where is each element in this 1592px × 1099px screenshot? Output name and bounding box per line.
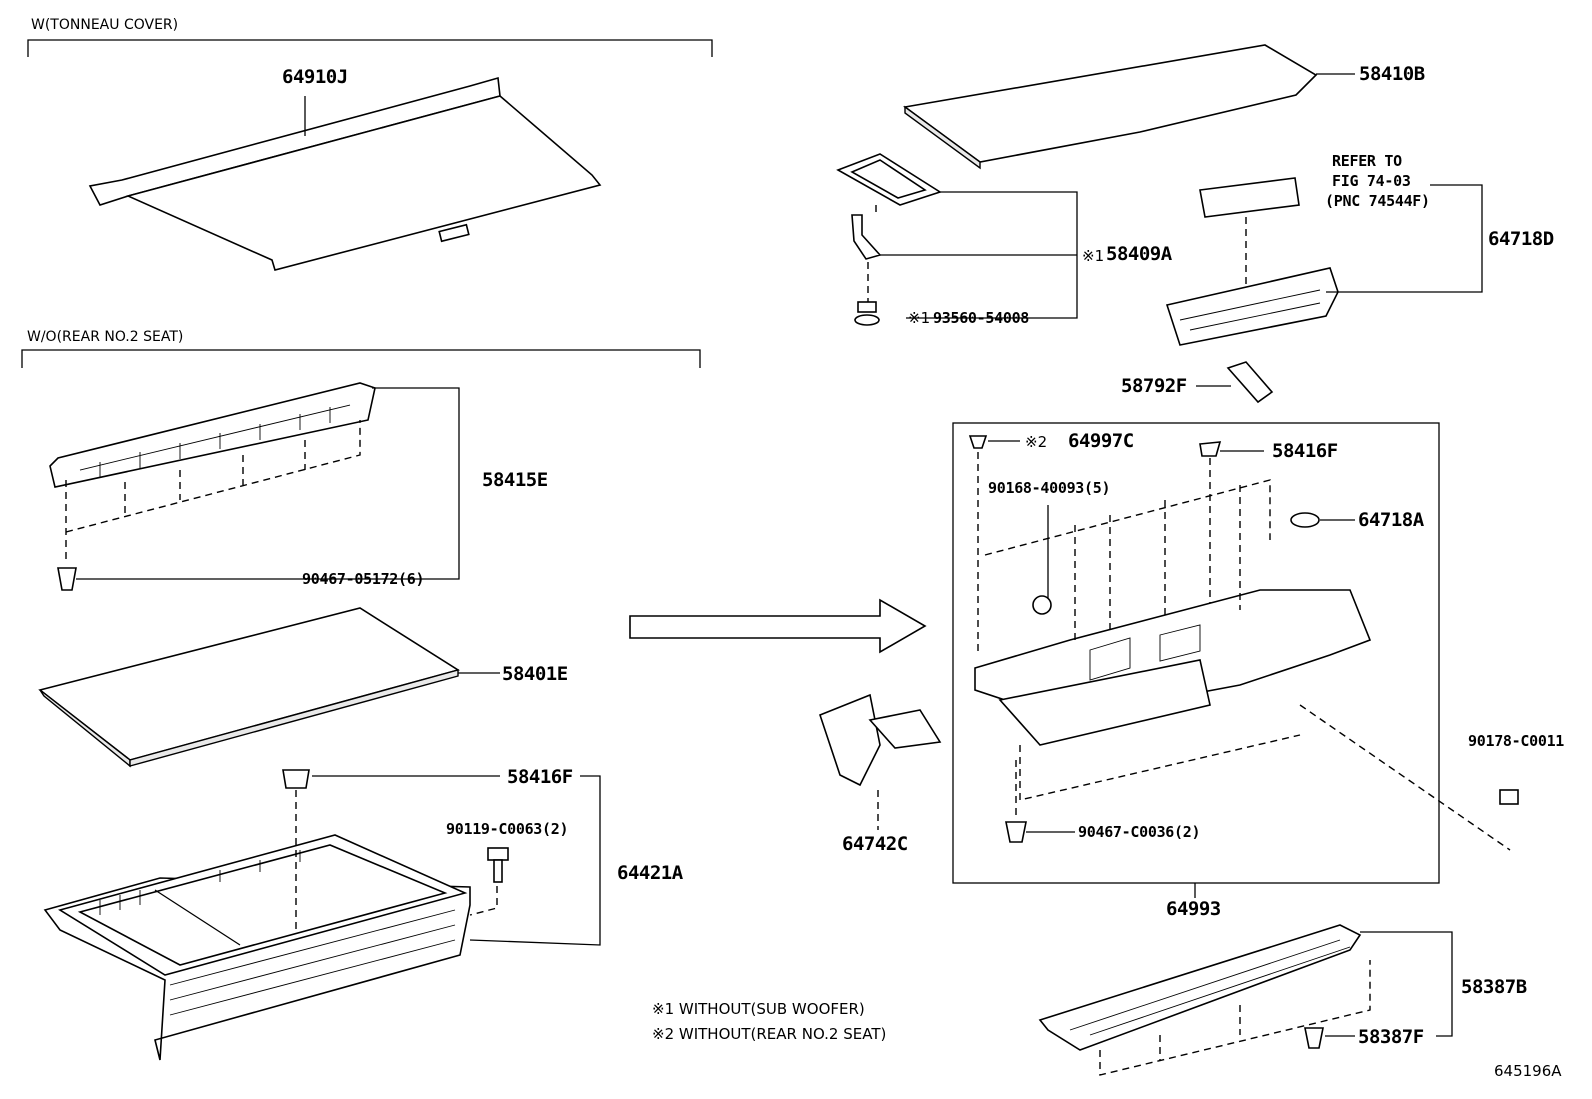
clip-58416F-left	[282, 769, 310, 789]
clip-58387F	[1304, 1027, 1324, 1049]
bracket-64742C	[819, 693, 942, 830]
footnote-1: ※1 WITHOUT(SUB WOOFER)	[652, 1000, 865, 1018]
part-label-58387B[interactable]: 58387B	[1461, 976, 1527, 998]
clip-58416F-right	[1199, 441, 1264, 620]
note-marker-93560: ※1	[908, 309, 931, 327]
part-label-58410B[interactable]: 58410B	[1359, 63, 1425, 85]
clip-90467-05172	[57, 567, 77, 591]
part-label-90467-C0036[interactable]: 90467-C0036(2)	[1078, 823, 1201, 841]
clip-90467-C0036	[1005, 760, 1075, 843]
part-label-90467-05172[interactable]: 90467-05172(6)	[302, 570, 425, 588]
tray-64993	[974, 479, 1372, 801]
note-marker-58409A: ※1	[1082, 247, 1105, 265]
clip-64718A	[1290, 512, 1355, 528]
part-label-90178[interactable]: 90178-C0011	[1468, 732, 1565, 750]
part-label-58416F-left[interactable]: 58416F	[507, 766, 573, 788]
part-label-58409A[interactable]: 58409A	[1106, 243, 1172, 265]
part-label-64997C[interactable]: 64997C	[1068, 430, 1134, 452]
clip-64997C	[968, 435, 1020, 655]
bolt-93560	[854, 301, 880, 326]
trim-strip-part	[49, 382, 376, 560]
bolt-90119	[487, 847, 509, 883]
tonneau-group-bracket	[27, 39, 713, 57]
part-label-64718D[interactable]: 64718D	[1488, 228, 1554, 250]
rear-seat-group-bracket	[21, 349, 701, 368]
footnote-2: ※2 WITHOUT(REAR NO.2 SEAT)	[652, 1025, 887, 1043]
part-label-58387F[interactable]: 58387F	[1358, 1026, 1424, 1048]
clip-90178	[1299, 704, 1519, 851]
part-label-90119[interactable]: 90119-C0063(2)	[446, 820, 569, 838]
deck-board-part	[903, 44, 1355, 170]
group-label-tonneau: W(TONNEAU COVER)	[31, 17, 179, 33]
part-label-64742C[interactable]: 64742C	[842, 833, 908, 855]
part-label-58415E[interactable]: 58415E	[482, 469, 548, 491]
floor-board-part	[38, 607, 460, 768]
part-label-58416F-right[interactable]: 58416F	[1272, 440, 1338, 462]
assembly-box-64993	[952, 422, 1440, 884]
scuff-plate-58387B	[1038, 924, 1371, 1076]
part-label-64421A[interactable]: 64421A	[617, 862, 683, 884]
figure-id: 645196A	[1494, 1062, 1562, 1080]
part-label-64993[interactable]: 64993	[1166, 898, 1221, 920]
part-label-58792F[interactable]: 58792F	[1121, 375, 1187, 397]
part-label-64910J[interactable]: 64910J	[282, 66, 348, 88]
screw-90168	[1032, 505, 1052, 615]
part-label-93560[interactable]: 93560-54008	[933, 309, 1030, 327]
part-label-58401E[interactable]: 58401E	[502, 663, 568, 685]
clip-58792F	[1226, 361, 1274, 404]
refer-line-2[interactable]: FIG 74-03	[1332, 172, 1411, 190]
note-marker-64997C: ※2	[1025, 433, 1048, 451]
refer-line-3: (PNC 74544F)	[1325, 192, 1430, 210]
storage-box-part	[43, 834, 471, 1061]
panel-64718D	[1165, 177, 1339, 346]
refer-line-1: REFER TO	[1332, 152, 1402, 170]
group-label-rear-seat: W/O(REAR NO.2 SEAT)	[27, 329, 184, 345]
flow-arrow	[629, 598, 927, 654]
cover-58409A	[836, 153, 942, 302]
tonneau-cover-part	[88, 76, 602, 271]
part-label-64718A[interactable]: 64718A	[1358, 509, 1424, 531]
part-label-90168[interactable]: 90168-40093(5)	[988, 479, 1111, 497]
